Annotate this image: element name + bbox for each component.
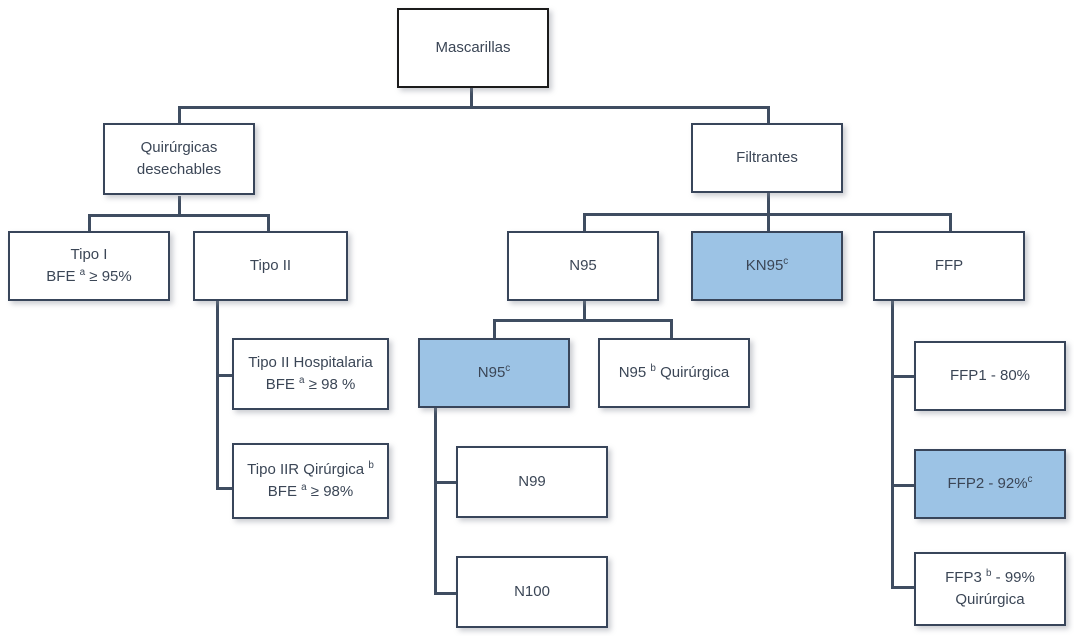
edge-ffp-to-ffp2 xyxy=(891,484,917,487)
node-tipo-2-hospitalaria[interactable]: Tipo II Hospitalaria BFE a ≥ 98 % xyxy=(232,338,389,410)
footnote-marker-b: b xyxy=(368,460,374,472)
node-ffp1-label: FFP1 - 80% xyxy=(949,367,1031,385)
node-tipo-1-line1: Tipo I xyxy=(70,246,108,264)
edge-n95-bar xyxy=(493,319,673,322)
node-tipo-2[interactable]: Tipo II xyxy=(193,231,348,301)
node-ffp2-label: FFP2 - 92%c xyxy=(947,474,1033,493)
node-n95-c[interactable]: N95c xyxy=(418,338,570,408)
footnote-marker-a: a xyxy=(79,267,86,278)
node-tipo-1-line2: BFE a ≥ 95% xyxy=(46,267,132,285)
node-tipo-2r-line1: Tipo IIR Qirúrgica b xyxy=(247,460,374,479)
edge-n95c-to-n100 xyxy=(434,592,458,595)
edge-ffp-to-ffp1 xyxy=(891,375,917,378)
edge-filtrantes-to-kn95 xyxy=(767,213,770,232)
edge-root-to-quirurgicas xyxy=(178,106,181,124)
node-quirurgicas-desechables[interactable]: Quirúrgicas desechables xyxy=(103,123,255,195)
node-ffp1[interactable]: FFP1 - 80% xyxy=(914,341,1066,411)
edge-quirurgicas-stem xyxy=(178,196,181,216)
edge-tipo2-to-hospitalaria xyxy=(216,374,238,377)
edge-filtrantes-stem xyxy=(767,193,770,215)
edge-ffp-to-ffp3 xyxy=(891,586,917,589)
edge-root-bar xyxy=(178,106,770,109)
node-quirurgicas-line1: Quirúrgicas xyxy=(140,139,218,157)
node-n95-quirurgica[interactable]: N95 b Quirúrgica xyxy=(598,338,750,408)
node-n100[interactable]: N100 xyxy=(456,556,608,628)
node-kn95-label: KN95c xyxy=(745,256,789,275)
edge-ffp-trunk xyxy=(891,301,894,588)
edge-root-to-filtrantes xyxy=(767,106,770,124)
node-ffp3-line2: Quirúrgica xyxy=(955,591,1025,608)
footnote-marker-c: c xyxy=(783,256,789,268)
node-ffp-label: FFP xyxy=(934,257,964,275)
edge-filtrantes-to-n95 xyxy=(583,213,586,232)
node-mascarillas[interactable]: Mascarillas xyxy=(397,8,549,88)
footnote-marker-a: a xyxy=(301,482,307,493)
node-mascarillas-label: Mascarillas xyxy=(435,39,511,57)
node-n100-label: N100 xyxy=(514,583,550,601)
edge-tipo2-trunk xyxy=(216,300,219,490)
footnote-marker-c: c xyxy=(1027,474,1033,486)
edge-root-stem xyxy=(470,86,473,108)
footnote-marker-a: a xyxy=(299,375,305,386)
node-ffp2[interactable]: FFP2 - 92%c xyxy=(914,449,1066,519)
node-tipo-2-hospitalaria-line2: BFE a ≥ 98 % xyxy=(265,375,356,393)
edge-n95-to-n95c xyxy=(493,319,496,338)
node-ffp[interactable]: FFP xyxy=(873,231,1025,301)
edge-n95c-trunk xyxy=(434,408,437,595)
edge-quirurgicas-to-tipo2 xyxy=(267,214,270,232)
node-filtrantes[interactable]: Filtrantes xyxy=(691,123,843,193)
edge-quirurgicas-bar xyxy=(88,214,270,217)
node-n95-quirurgica-label: N95 b Quirúrgica xyxy=(618,363,730,382)
node-ffp3-quirurgica[interactable]: FFP3 b - 99% Quirúrgica xyxy=(914,552,1066,626)
edge-tipo2-to-iir xyxy=(216,487,238,490)
node-ffp3-line1: FFP3 b - 99% xyxy=(945,568,1035,587)
node-n99-label: N99 xyxy=(518,473,546,491)
node-n99[interactable]: N99 xyxy=(456,446,608,518)
node-tipo-2r-line2: BFE a ≥ 98% xyxy=(267,482,354,500)
edge-n95c-to-n99 xyxy=(434,481,458,484)
footnote-marker-c: c xyxy=(505,363,511,375)
node-tipo-1[interactable]: Tipo I BFE a ≥ 95% xyxy=(8,231,170,301)
node-filtrantes-label: Filtrantes xyxy=(736,149,798,167)
node-n95[interactable]: N95 xyxy=(507,231,659,301)
edge-quirurgicas-to-tipo1 xyxy=(88,214,91,232)
footnote-marker-b: b xyxy=(985,568,992,580)
node-tipo-2-hospitalaria-line1: Tipo II Hospitalaria xyxy=(248,354,373,372)
edge-n95-to-n95quir xyxy=(670,319,673,338)
node-tipo-2r-quirurgica[interactable]: Tipo IIR Qirúrgica b BFE a ≥ 98% xyxy=(232,443,389,519)
edge-filtrantes-to-ffp xyxy=(949,213,952,232)
footnote-marker-b: b xyxy=(650,363,656,375)
node-n95-c-label: N95c xyxy=(477,363,511,382)
node-kn95[interactable]: KN95c xyxy=(691,231,843,301)
node-n95-label: N95 xyxy=(569,257,597,275)
node-tipo-2-label: Tipo II xyxy=(249,257,292,275)
node-quirurgicas-line2: desechables xyxy=(136,161,222,178)
edge-n95-stem xyxy=(583,301,586,321)
